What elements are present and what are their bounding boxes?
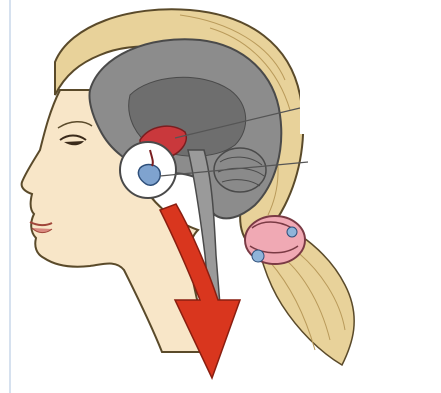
scrunchie <box>245 216 305 264</box>
label-box-top <box>300 78 441 134</box>
label-box-bottom <box>308 150 441 212</box>
